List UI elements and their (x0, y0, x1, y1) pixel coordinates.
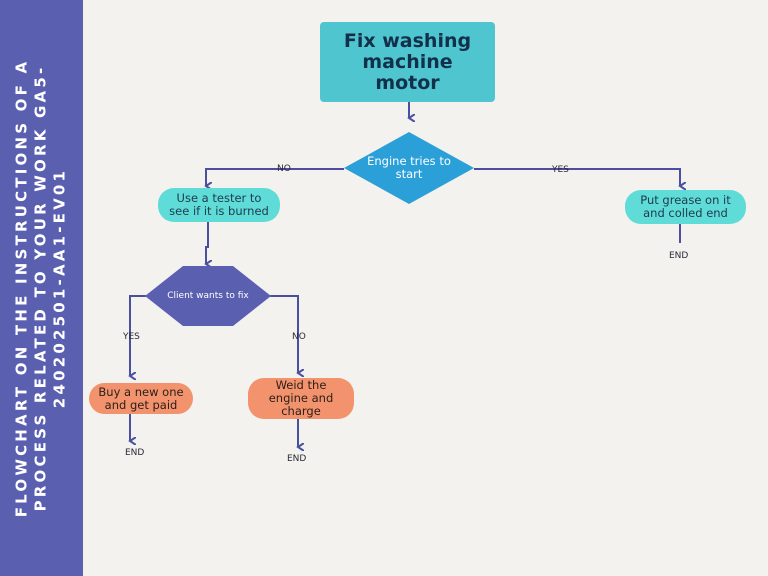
edge-client-no (270, 295, 298, 373)
decision-client-label: Client wants to fix (167, 291, 249, 301)
edge-label-engine-no: NO (277, 164, 291, 174)
decision-engine-label: Engine tries to start (367, 154, 451, 181)
edge-decision-no (206, 168, 344, 186)
decision-client-shape (145, 266, 271, 326)
end-label-grease: END (669, 251, 689, 261)
weld-node: Weid the engine and charge (248, 378, 354, 419)
edge-client-yes (130, 295, 146, 376)
edge-tester-to-client (206, 222, 208, 264)
edge-label-client-no: NO (292, 332, 306, 342)
start-node: Fix washing machine motor (320, 22, 495, 102)
end-label-buy: END (125, 448, 145, 458)
edge-label-client-yes: YES (123, 332, 140, 342)
sidebar: FLOWCHART ON THE INSTRUCTIONS OF A PROCE… (0, 0, 83, 576)
end-label-weld: END (287, 454, 307, 464)
tester-node: Use a tester to see if it is burned (158, 188, 280, 222)
decision-engine-shape (344, 132, 474, 204)
edge-decision-yes (474, 168, 680, 186)
buy-node: Buy a new one and get paid (89, 383, 193, 414)
grease-node: Put grease on it and colled end (625, 190, 746, 224)
edge-label-engine-yes: YES (552, 165, 569, 175)
